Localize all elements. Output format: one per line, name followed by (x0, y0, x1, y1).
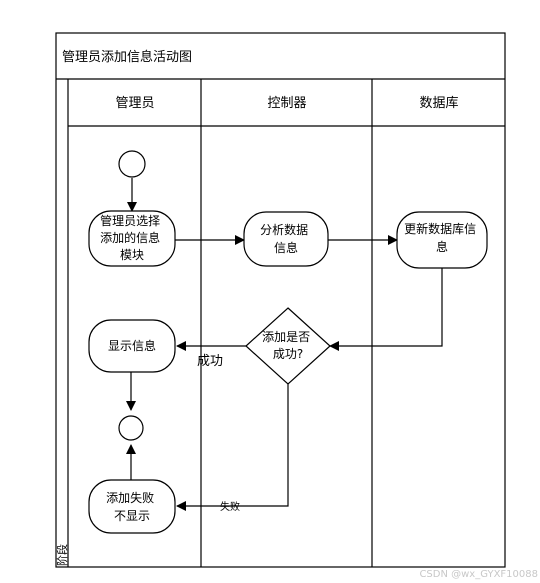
edge-label-fail: 失败 (220, 500, 240, 513)
phase-label: 阶段 (55, 544, 69, 566)
edge-label-success: 成功 (197, 354, 223, 369)
activity-analyze (243, 211, 329, 267)
merge-node (118, 415, 144, 441)
diagram-frame (55, 32, 506, 568)
activity-admin-select-label: 管理员选择 添加的信息 模块 (100, 213, 164, 262)
watermark: CSDN @wx_GYXF10088 (419, 569, 538, 580)
activity-fail-hide (88, 479, 176, 534)
activity-show-info (88, 319, 176, 373)
lane-header-admin: 管理员 (115, 96, 154, 111)
activity-admin-select (88, 210, 176, 267)
activity-update-database (396, 211, 488, 269)
start-node (118, 150, 146, 178)
activity-show-info-label: 显示信息 (108, 338, 156, 353)
edge-update-to-decision (329, 268, 443, 351)
decision-node-label: 添加是否 成功? (262, 330, 314, 361)
lane-header-controller: 控制器 (267, 96, 306, 111)
diagram-title: 管理员添加信息活动图 (62, 49, 192, 65)
activity-fail-hide-label: 添加失败 不显示 (106, 490, 158, 523)
activity-update-database-label: 更新数据库信 息 (404, 221, 480, 254)
lane-header-database: 数据库 (419, 95, 458, 111)
edge-decision-fail (176, 384, 289, 511)
decision-node (245, 307, 331, 385)
activity-analyze-label: 分析数据 信息 (260, 222, 312, 255)
